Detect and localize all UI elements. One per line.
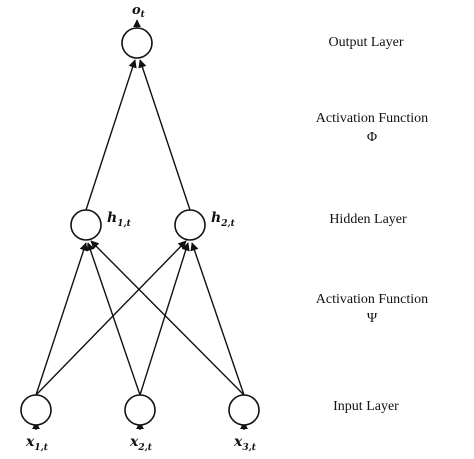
input-layer-label: Input Layer (333, 399, 399, 414)
input-node-2 (124, 394, 156, 426)
hidden-node-2-label: h2,t (211, 210, 236, 229)
edge-x1-h1 (35, 242, 88, 396)
input-node-3-label: x3,t (233, 434, 257, 453)
hidden-layer-label: Hidden Layer (329, 212, 407, 227)
edge-x2-h2 (139, 242, 190, 396)
hidden-node-1-label: h1,t (107, 210, 132, 229)
activation-function-top-label: Activation Function (316, 111, 428, 126)
edge-x3-h1 (90, 240, 245, 396)
output-layer-label: Output Layer (328, 35, 403, 50)
edge-x2-h1 (86, 242, 141, 396)
edge-h2-o (138, 59, 191, 211)
nodes (20, 27, 260, 426)
activation-psi-symbol: Ψ (367, 311, 378, 326)
hidden-node-1 (70, 209, 102, 241)
output-node-label: ot (132, 3, 146, 20)
input-node-1-label: x1,t (25, 434, 49, 453)
input-hidden-connections (35, 240, 245, 396)
edge-x3-h2 (190, 242, 245, 396)
hidden-node-2 (174, 209, 206, 241)
edge-h1-o (85, 59, 137, 211)
activation-phi-symbol: Φ (367, 130, 377, 145)
edge-x1-h2 (35, 240, 187, 396)
output-node (121, 27, 153, 59)
input-node-1 (20, 394, 52, 426)
input-node-2-label: x2,t (129, 434, 153, 453)
activation-function-bottom-label: Activation Function (316, 292, 428, 307)
hidden-output-connections (85, 59, 191, 211)
input-node-3 (228, 394, 260, 426)
